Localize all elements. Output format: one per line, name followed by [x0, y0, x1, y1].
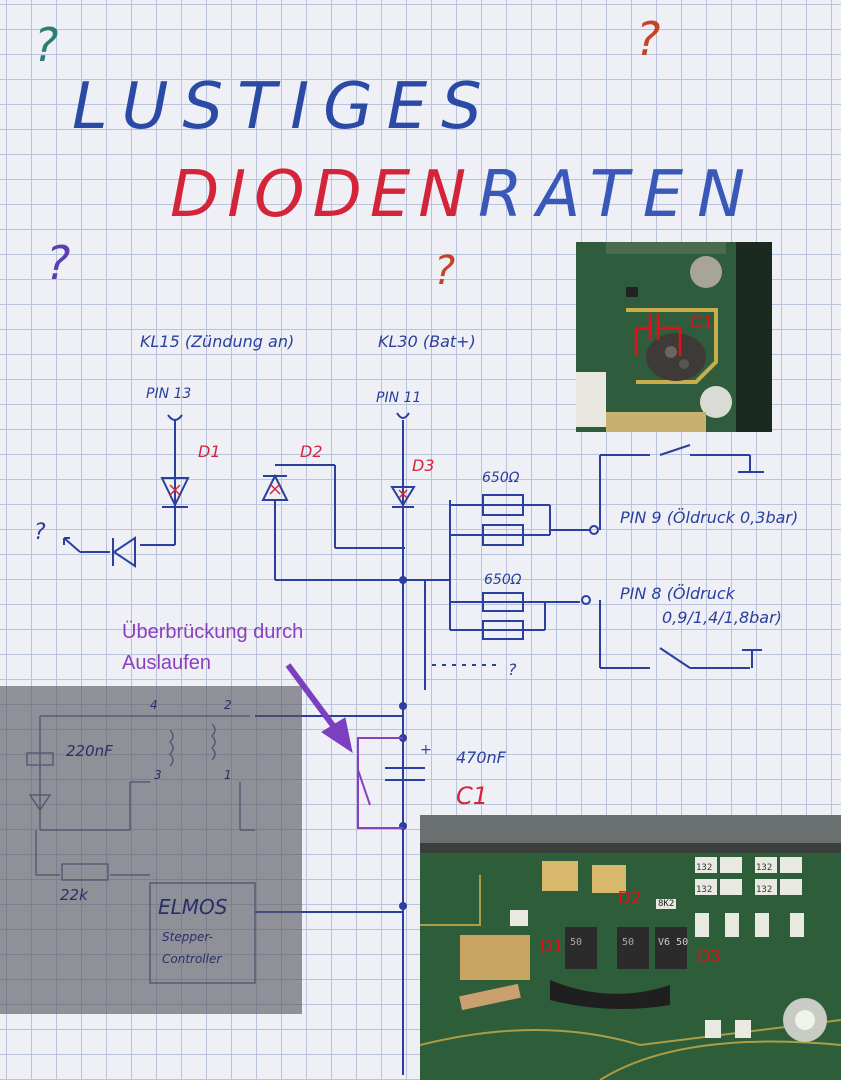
- label-coil-pin1: 1: [224, 768, 232, 782]
- question-mark-orange: ?: [636, 12, 661, 66]
- label-elmos-title: ELMOS: [158, 895, 228, 919]
- label-unknown-output: ?: [34, 520, 46, 545]
- label-cap-470nf: 470nF: [456, 748, 506, 767]
- chip-marking-d2: 50: [622, 937, 635, 948]
- title-line2-red: DIODEN: [170, 158, 475, 232]
- label-d3: D3: [412, 456, 435, 475]
- label-r650-bottom: 650Ω: [484, 572, 522, 588]
- label-r22k: 22k: [60, 886, 88, 904]
- question-mark-purple: ?: [46, 236, 71, 290]
- label-coil-pin2: 2: [224, 698, 232, 712]
- label-kl30: KL30 (Bat+): [378, 332, 476, 351]
- annotation-line2: Auslaufen: [122, 652, 211, 674]
- label-cap-220nf: 220nF: [66, 742, 113, 760]
- question-mark-teal: ?: [34, 18, 59, 72]
- label-elmos-sub2: Controller: [162, 952, 222, 966]
- photo-label-d1: D1: [540, 936, 564, 956]
- label-pin13: PIN 13: [146, 386, 192, 402]
- label-pin8-line1: PIN 8 (Öldruck: [620, 584, 735, 603]
- label-d1: D1: [198, 442, 221, 461]
- photo-pcb-diodes: 132 132 132 132 8K2 50 50 V6 50: [420, 815, 841, 1080]
- photo-label-d2: D2: [618, 888, 642, 908]
- label-elmos-sub1: Stepper-: [162, 930, 213, 944]
- chip-marking-132-c: 132: [696, 885, 713, 895]
- label-d2: D2: [300, 442, 323, 461]
- label-pin8-line2: 0,9/1,4/1,8bar): [662, 608, 782, 627]
- label-coil-pin4: 4: [150, 698, 158, 712]
- title-line2-blue: RATEN: [478, 158, 759, 232]
- photo-label-d3: D3: [697, 946, 721, 966]
- question-mark-center: ?: [434, 248, 456, 294]
- chip-marking-d3: V6 50: [658, 937, 689, 948]
- label-cap-plus: +: [420, 742, 432, 758]
- chip-marking-8k2: 8K2: [656, 899, 677, 909]
- title-line1: LUSTIGES: [72, 70, 496, 144]
- label-coil-pin3: 3: [154, 768, 162, 782]
- label-pin11: PIN 11: [376, 390, 422, 406]
- chip-marking-132-b: 132: [756, 863, 773, 873]
- label-c1-hand: C1: [456, 782, 489, 810]
- annotation-line1: Überbrückung durch: [122, 621, 304, 643]
- chip-marking-132-a: 132: [696, 863, 713, 873]
- label-pin9: PIN 9 (Öldruck 0,3bar): [620, 508, 799, 527]
- chip-marking-132-d: 132: [756, 885, 773, 895]
- chip-marking-d1: 50: [570, 937, 583, 948]
- photo-c1-closeup: [576, 242, 772, 432]
- elmos-stepper-overlay: [0, 686, 302, 1014]
- label-kl15: KL15 (Zündung an): [140, 332, 295, 351]
- photo-label-c1: C1: [690, 312, 714, 332]
- label-r650-top: 650Ω: [482, 470, 520, 486]
- label-unknown-resistors: ?: [508, 660, 517, 679]
